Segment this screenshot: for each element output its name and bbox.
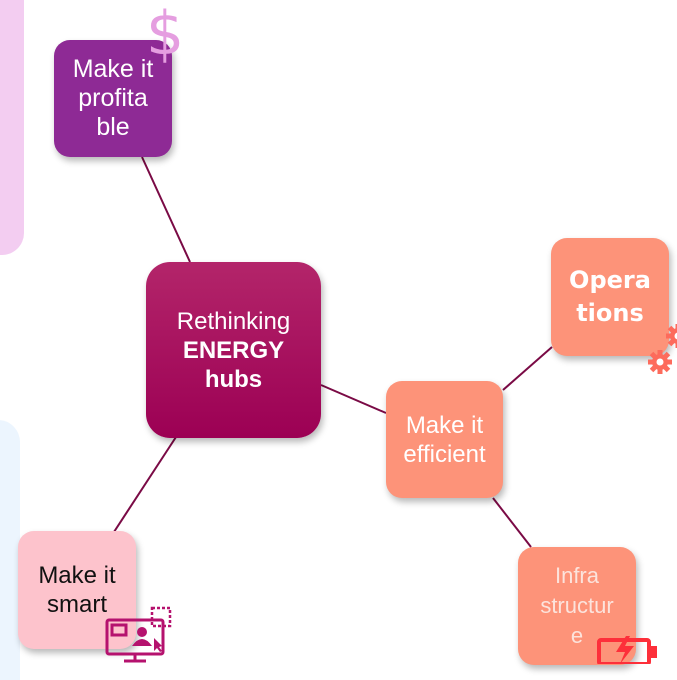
dollar-icon: $ — [146, 4, 184, 64]
center-node-line1: Rethinking — [177, 307, 290, 336]
connector-center-smart — [112, 437, 176, 535]
monitor-user-icon — [104, 606, 174, 663]
center-node-line3: hubs — [205, 365, 262, 394]
connector-center-profitable — [142, 157, 190, 262]
center-node-rethinking-energy-hubs: Rethinking ENERGY hubs — [146, 262, 321, 438]
connector-center-efficient — [321, 385, 386, 413]
node-make-it-profitable-label: Make it profita ble — [73, 55, 154, 142]
node-make-it-efficient-label: Make it efficient — [403, 411, 485, 469]
connector-efficient-infrastructure — [493, 498, 531, 547]
gear-icon — [644, 320, 677, 380]
node-operations-label: Opera tions — [569, 264, 651, 330]
battery-icon — [596, 634, 662, 664]
connector-efficient-operations — [503, 347, 552, 390]
center-node-line2: ENERGY — [183, 336, 284, 365]
node-make-it-efficient: Make it efficient — [386, 381, 503, 498]
